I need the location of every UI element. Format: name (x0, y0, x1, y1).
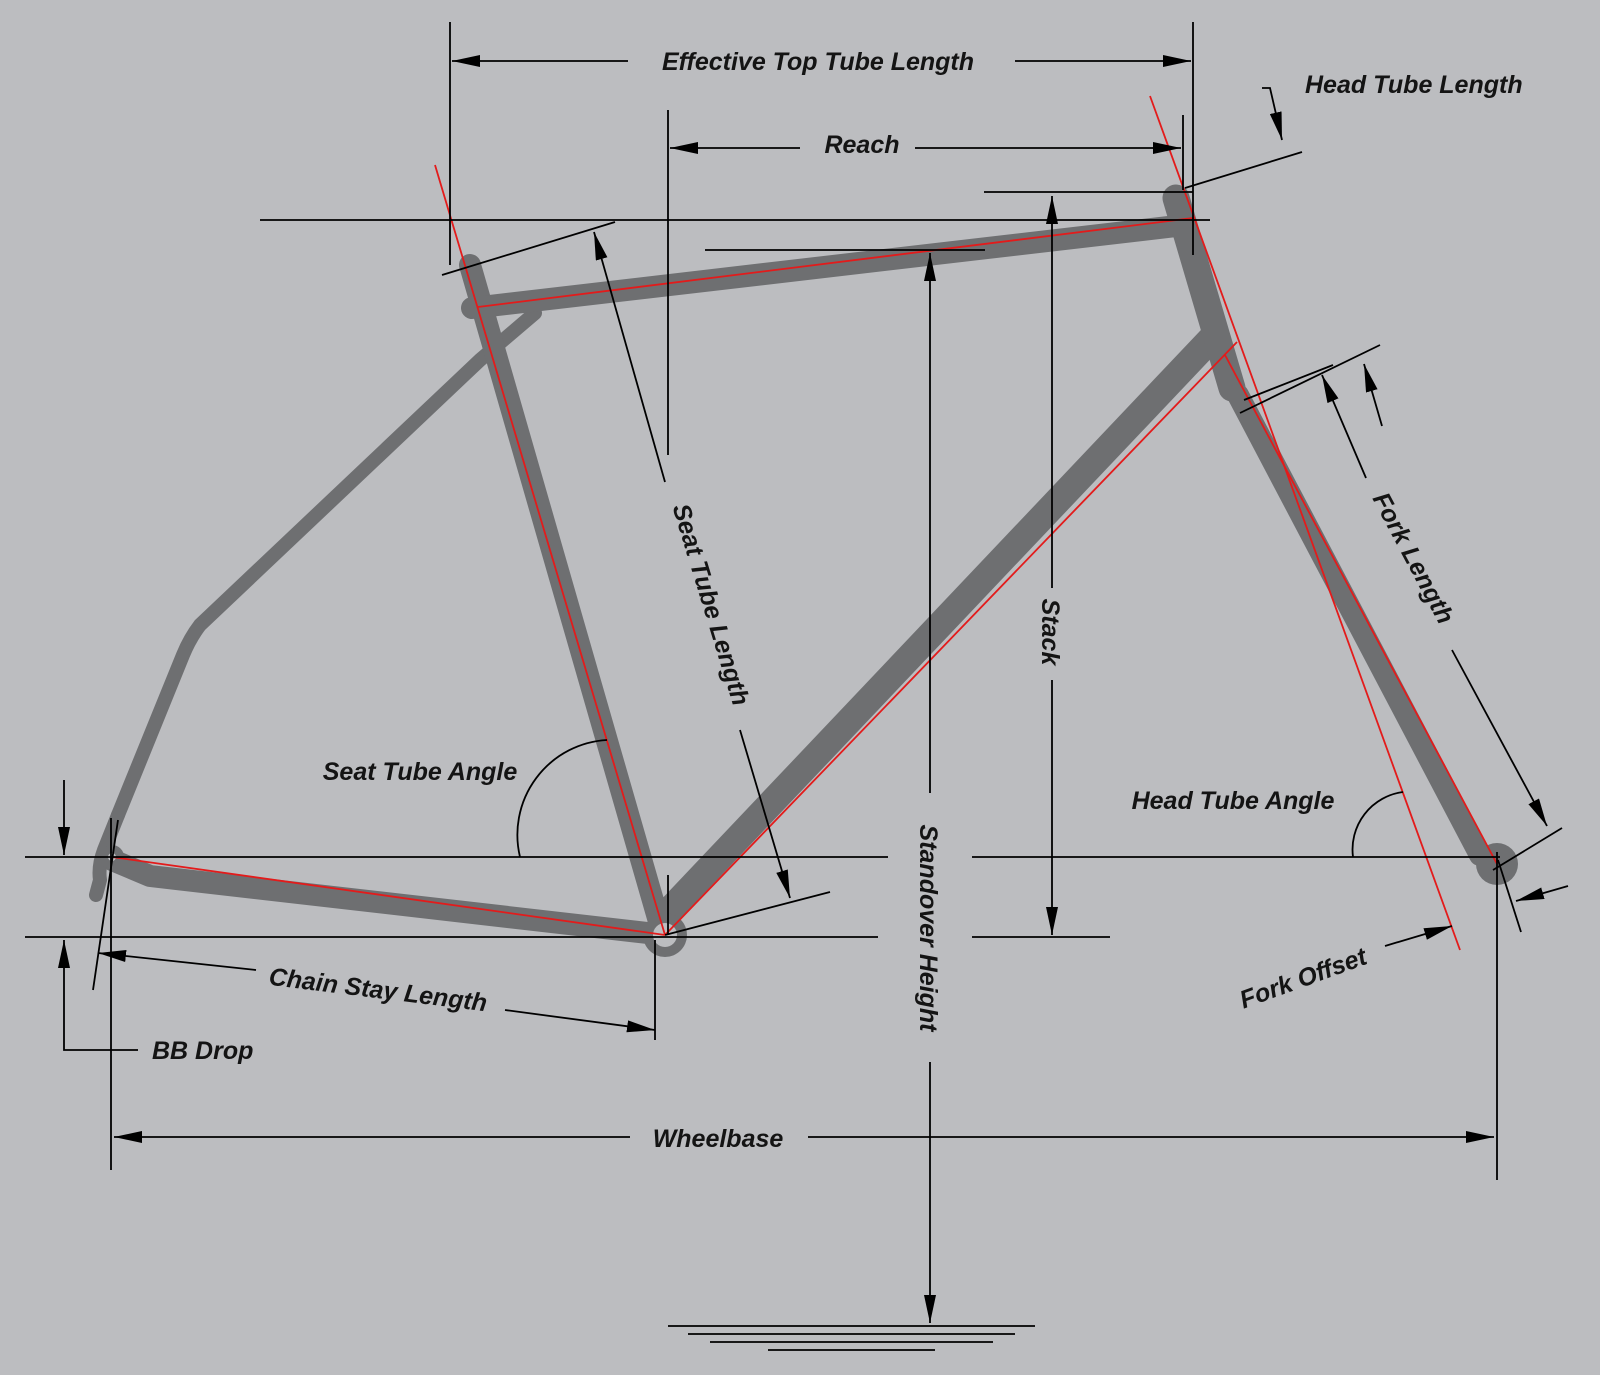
dimension-lines (58, 55, 1569, 1323)
fork-offset-axle-tick (1497, 859, 1522, 933)
chain-stay-arrow-right (504, 1009, 656, 1033)
fork-crown-tick (1239, 344, 1381, 414)
down-tube-centerline (664, 341, 1238, 936)
fork-length-arrow-bottom (1451, 649, 1548, 827)
top-tube-centerline (477, 217, 1194, 308)
label-seat-tube-length: Seat Tube Length (667, 500, 755, 708)
chain-stay-axle-tick (92, 819, 119, 991)
fork-axle-tick (1492, 827, 1563, 871)
head-tube-top-tick (1184, 151, 1303, 189)
label-fork-length: Fork Length (1367, 488, 1460, 629)
head-tube-angle-arc (1351, 791, 1404, 858)
label-bb-drop: BB Drop (152, 1037, 253, 1065)
label-seat-tube-angle: Seat Tube Angle (323, 758, 518, 786)
chain-stay-centerline (111, 856, 666, 936)
down-tube (654, 326, 1224, 926)
seat-tube-centerline (434, 164, 666, 936)
ground-symbol (668, 1325, 1035, 1351)
label-reach: Reach (824, 131, 899, 159)
label-standover-height: Standover Height (914, 825, 942, 1034)
fork-centerline (1224, 354, 1498, 865)
bb-seat-tube-tick (664, 891, 831, 936)
seat-tube-top-tick (441, 221, 616, 276)
seat-tube-length-arrow-bottom (739, 729, 791, 899)
seat-stay (111, 306, 542, 822)
label-effective-top-tube-length: Effective Top Tube Length (662, 48, 974, 76)
seat-tube-angle-arc (516, 739, 608, 858)
reference-lines (25, 22, 1563, 1180)
bb-drop-leader (58, 940, 138, 1051)
chain-stay (101, 849, 676, 946)
seat-tube-length-arrow-top (593, 231, 666, 483)
chain-stay-arrow-left (97, 950, 257, 971)
head-tube-length-leader (1262, 87, 1283, 141)
label-fork-offset: Fork Offset (1236, 942, 1372, 1014)
label-head-tube-angle: Head Tube Angle (1132, 787, 1335, 815)
top-tube (461, 214, 1196, 319)
fork-offset-arrow (1384, 925, 1453, 947)
bike-frame (89, 184, 1518, 957)
label-wheelbase: Wheelbase (653, 1125, 784, 1153)
label-stack: Stack (1036, 599, 1064, 667)
fork-length-arrow-top (1321, 374, 1367, 479)
frame-centerlines (111, 95, 1498, 951)
dimension-labels: Effective Top Tube Length Head Tube Leng… (152, 48, 1523, 1153)
fork-offset-arrow-right (1515, 885, 1569, 902)
label-chain-stay-length: Chain Stay Length (267, 963, 488, 1018)
steering-axis (1149, 95, 1461, 951)
label-head-tube-length: Head Tube Length (1305, 71, 1523, 99)
fork-crown-tick-inner (1243, 364, 1334, 401)
fork-length-pointer (1363, 363, 1383, 427)
fork-blade (1227, 384, 1491, 866)
